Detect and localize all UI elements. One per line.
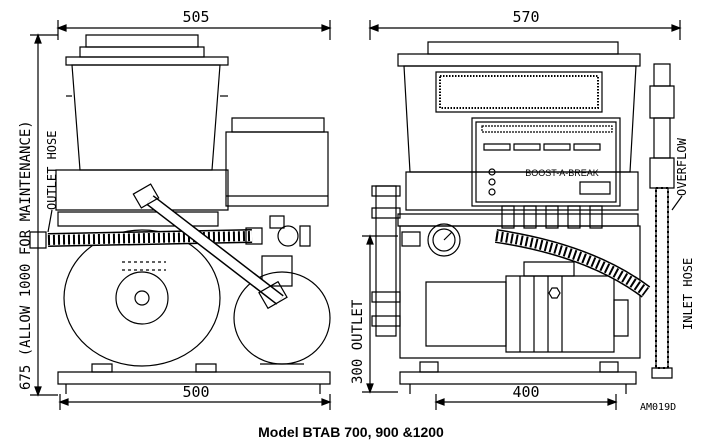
dim-front-vertical-label: 300 OUTLET <box>350 299 366 384</box>
outlet-hose-leader <box>48 210 52 232</box>
overflow-leader <box>672 196 682 210</box>
dim-front-top-label: 570 <box>512 8 539 26</box>
side-pump-motor <box>234 256 330 364</box>
dim-side-bottom <box>60 394 330 410</box>
dim-side-vertical-label: 675 (ALLOW 1000 FOR MAINTENANCE) <box>18 120 34 390</box>
dim-front-bottom <box>436 394 616 410</box>
front-braided-hose <box>496 236 646 292</box>
front-control-panel <box>472 118 620 206</box>
front-base <box>400 362 636 394</box>
front-tank <box>398 42 640 210</box>
side-view: 505 675 (ALLOW 1000 FOR MAINTENANCE) OUT… <box>18 8 330 410</box>
front-vessel <box>398 214 640 358</box>
dim-front-vertical <box>362 236 398 392</box>
overflow-label: OVERFLOW <box>675 137 689 196</box>
dim-front-bottom-label: 400 <box>512 383 539 401</box>
front-inlet-riser <box>650 64 674 378</box>
control-panel-label: BOOST-A-BREAK <box>525 168 599 178</box>
side-tank <box>56 35 228 210</box>
inlet-hose-label: INLET HOSE <box>681 258 695 330</box>
drawing-code: AM019D <box>640 402 676 413</box>
front-vent-grille <box>436 72 602 112</box>
dim-side-top <box>58 20 330 40</box>
front-view: 570 BOOST-A-B <box>350 8 695 413</box>
front-left-pipes <box>372 186 420 336</box>
dim-side-vertical <box>30 35 58 395</box>
side-base <box>58 364 330 394</box>
dim-side-top-label: 505 <box>182 8 209 26</box>
side-angled-pipe <box>133 184 287 308</box>
side-braided-hose <box>30 228 262 248</box>
dim-side-bottom-label: 500 <box>182 383 209 401</box>
side-valve <box>270 216 310 246</box>
side-pressure-vessel <box>58 212 220 366</box>
dim-front-top <box>370 20 680 40</box>
caption: Model BTAB 700, 900 &1200 <box>258 424 444 440</box>
front-fittings <box>502 206 602 228</box>
side-control-box <box>226 118 328 206</box>
front-motor <box>426 262 628 352</box>
